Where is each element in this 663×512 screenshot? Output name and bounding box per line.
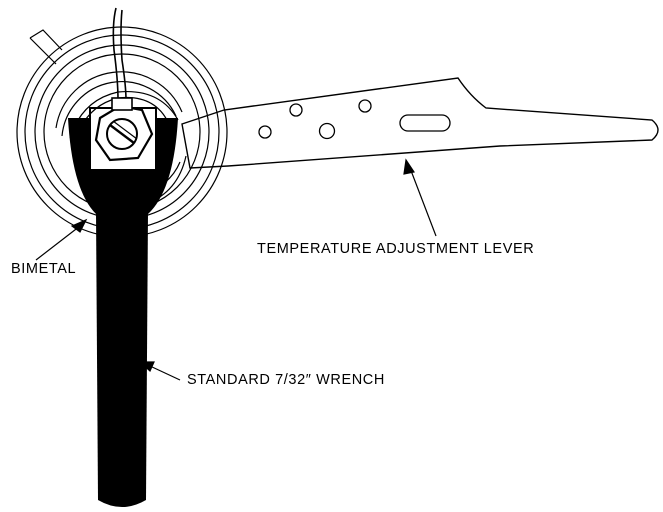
temperature-adjustment-lever xyxy=(181,77,659,169)
spring-wire xyxy=(111,7,133,111)
temperature-adjustment-lever-label: TEMPERATURE ADJUSTMENT LEVER xyxy=(257,241,535,257)
lever-hole xyxy=(358,99,372,113)
leader-lines xyxy=(35,158,437,381)
lever-hole xyxy=(289,103,303,117)
bimetal-label: BIMETAL xyxy=(11,261,77,277)
lever-hole xyxy=(258,125,272,139)
lever-slot xyxy=(399,114,451,132)
bimetal-arrowhead xyxy=(70,218,88,233)
standard-wrench xyxy=(68,107,178,507)
wire-clip xyxy=(111,97,133,111)
lever-hole xyxy=(318,122,336,140)
adjustment-nut xyxy=(94,104,154,162)
wrench-label: STANDARD 7/32″ WRENCH xyxy=(187,372,385,388)
lever-arrowhead xyxy=(403,158,415,175)
wrench-arrowhead xyxy=(138,361,155,372)
